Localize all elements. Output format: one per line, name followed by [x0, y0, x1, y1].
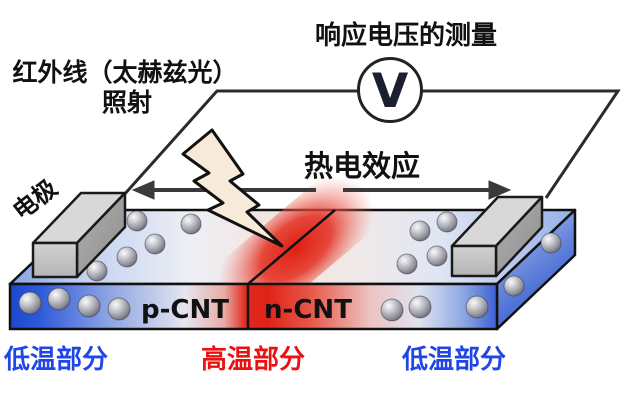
irradiation-label-line2: 照射 — [102, 88, 152, 117]
n-cnt-label: n-CNT — [264, 295, 352, 325]
nanoparticle-sphere — [126, 210, 148, 232]
lightning-bolt-icon — [181, 128, 284, 248]
nanoparticle-sphere — [107, 297, 131, 321]
voltmeter: V — [357, 57, 423, 123]
arrowhead-right-icon — [488, 180, 512, 200]
nanoparticle-sphere — [426, 245, 448, 267]
electrode-left-front — [31, 241, 79, 279]
thermoelectric-label: 热电效应 — [304, 149, 420, 183]
p-cnt-label: p-CNT — [141, 295, 229, 325]
nanoparticle-sphere — [436, 211, 458, 233]
electrode-right — [450, 195, 544, 278]
nanoparticle-sphere — [47, 287, 71, 311]
pn-junction-top-line — [247, 209, 336, 285]
arrowhead-left-icon — [131, 180, 155, 200]
electrode-right-front — [450, 244, 498, 278]
cold-zone-left-label: 低温部分 — [3, 345, 108, 375]
nanoparticle-sphere — [409, 220, 431, 242]
hot-zone-label: 高温部分 — [201, 344, 305, 375]
nanoparticle-sphere — [116, 246, 138, 268]
nanoparticle-sphere — [408, 295, 432, 319]
nanoparticle-sphere — [180, 213, 202, 235]
nanoparticle-sphere — [86, 260, 108, 282]
wire-left — [121, 89, 359, 198]
nanoparticle-spheres — [18, 210, 562, 322]
measurement-title: 响应电压的测量 — [315, 20, 497, 51]
nanoparticle-sphere — [18, 291, 42, 315]
electrode-left — [31, 191, 127, 279]
circuit-wires — [121, 89, 621, 199]
nanoparticle-sphere — [465, 295, 489, 319]
nanoparticle-sphere — [540, 232, 562, 254]
nanoparticle-sphere — [503, 275, 525, 297]
voltmeter-circle — [357, 57, 423, 123]
nanoparticle-sphere — [380, 298, 404, 322]
irradiation-label-line1: 红外线（太赫兹光） — [12, 58, 237, 87]
nanoparticle-sphere — [144, 233, 166, 255]
nanoparticle-sphere — [396, 253, 418, 275]
nanoparticle-sphere — [77, 294, 101, 318]
electrode-label: 电极 — [8, 174, 63, 226]
cold-zone-right-label: 低温部分 — [401, 345, 506, 375]
wire-right — [421, 89, 621, 199]
voltmeter-symbol: V — [372, 64, 409, 119]
